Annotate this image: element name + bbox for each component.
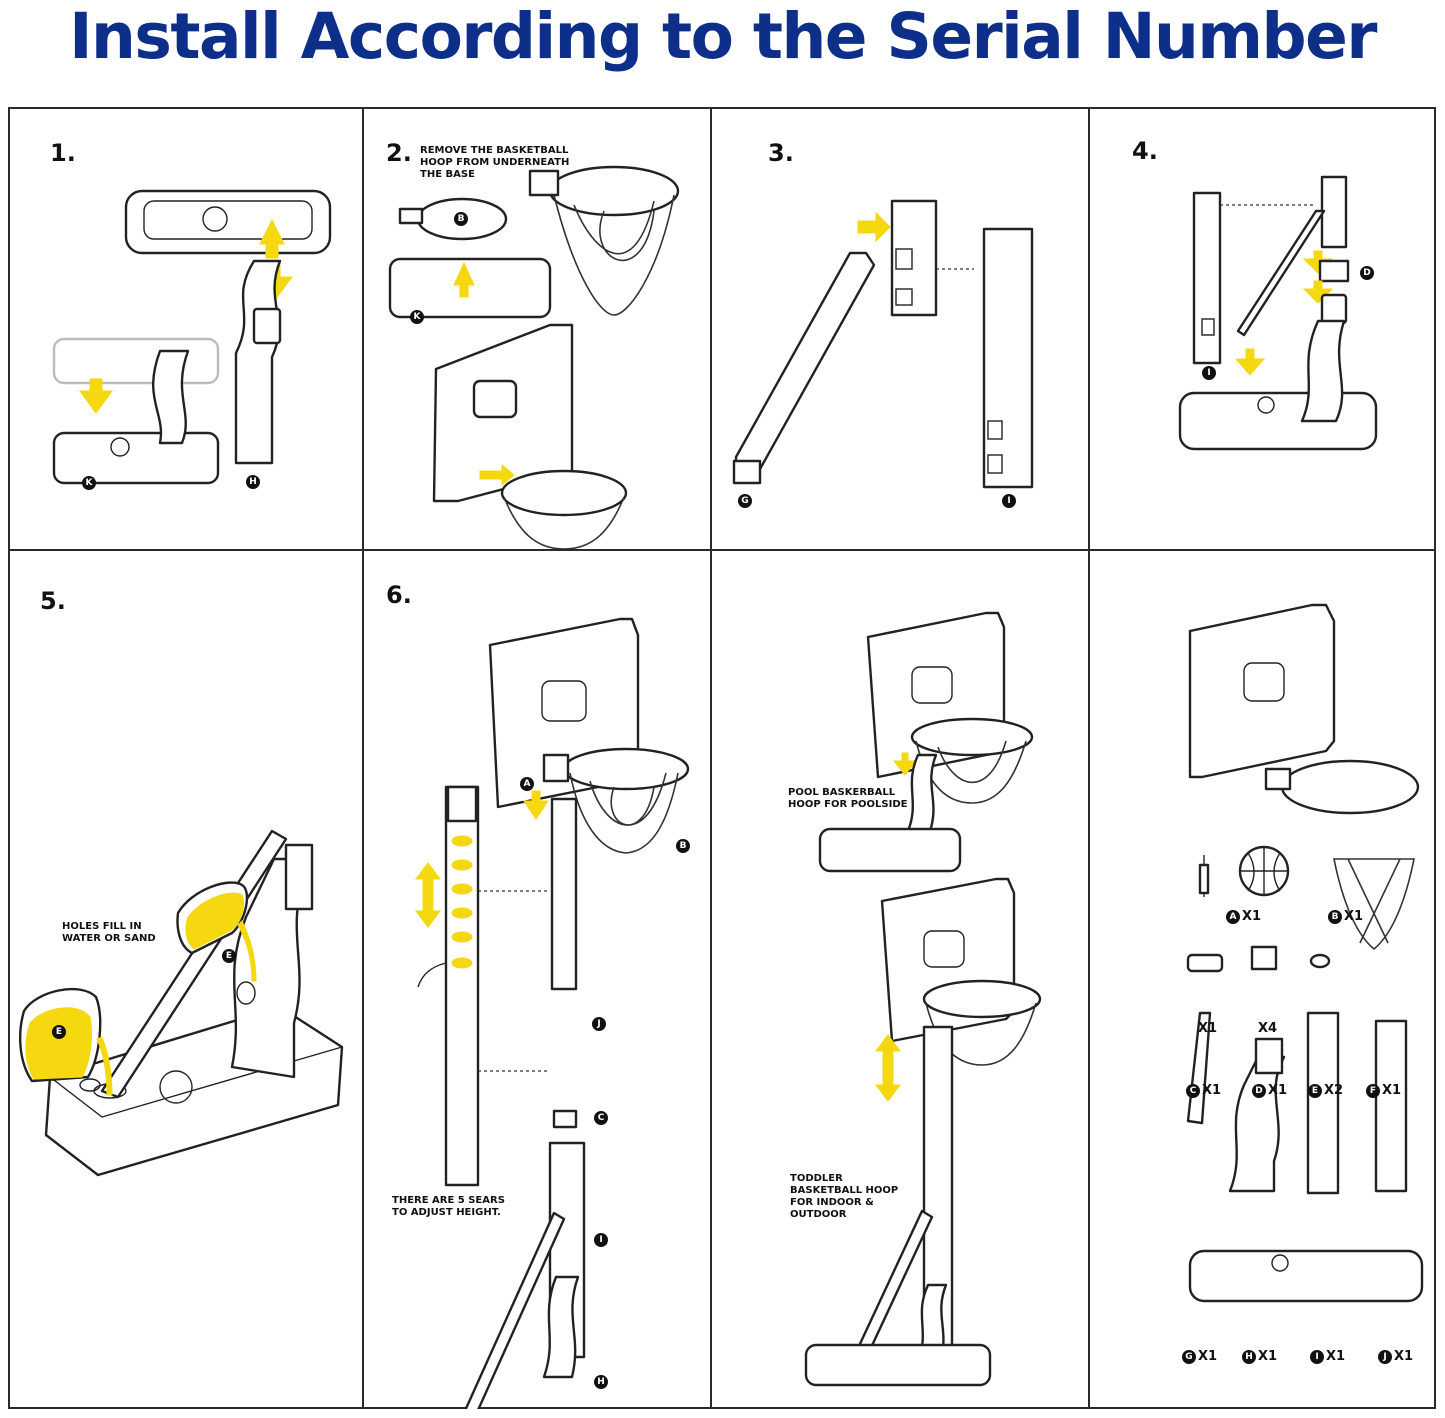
part-label: H [594, 1375, 608, 1389]
variants-panel: POOL BASKERBALL HOOP FOR POOLSIDE TODDLE… [712, 551, 1088, 1409]
ball-icon: X4 [1258, 1021, 1278, 1036]
part-badge: H [246, 475, 260, 489]
step-1-panel: 1. K H [10, 109, 362, 549]
part-label: C [594, 1111, 608, 1125]
part-label: E [222, 949, 236, 963]
step-3-panel: 3. G I [712, 109, 1088, 549]
step-4-illustration [1178, 175, 1378, 451]
part-badge: E [52, 1025, 66, 1039]
variants-illustration [804, 611, 1042, 1387]
part-badge: K [410, 310, 424, 324]
step-4-panel: 4. D I [1090, 109, 1436, 549]
part-label: A [520, 777, 534, 791]
part-label: K [410, 310, 424, 324]
part-label: G [738, 494, 752, 508]
parts-list-illustration [1186, 603, 1424, 1303]
step-5-panel: 5. HOLES FILL IN WATER OR SAND E E [10, 551, 362, 1409]
variant-toddler-note: TODDLER BASKETBALL HOOP FOR INDOOR & OUT… [790, 1173, 899, 1220]
part-badge: A [520, 777, 534, 791]
step-6-panel: 6. THERE ARE 5 SEARS TO ADJUST HEIGHT. [364, 551, 710, 1409]
part-label: B [676, 839, 690, 853]
instruction-grid: 1. K H 2. REMOVE THE BASKETBALL HOOP FRO… [8, 107, 1436, 1409]
step-number: 4. [1132, 137, 1158, 165]
step-number: 2. [386, 139, 412, 167]
step-2-illustration [388, 165, 680, 549]
part-badge: H [594, 1375, 608, 1389]
step-note: HOLES FILL IN WATER OR SAND [62, 921, 156, 944]
variant-pool-note: POOL BASKERBALL HOOP FOR POOLSIDE [788, 787, 908, 810]
part-label: B [454, 212, 468, 226]
part-badge: G [738, 494, 752, 508]
step-number: 6. [386, 581, 412, 609]
part-label: H [246, 475, 260, 489]
part-badge: E [222, 949, 236, 963]
grid-divider [1088, 109, 1090, 1407]
part-label: J [592, 1017, 606, 1031]
part-label: I [1202, 366, 1216, 380]
pump-icon: X1 [1198, 1021, 1218, 1036]
part-badge: B [676, 839, 690, 853]
part-badge: B [454, 212, 468, 226]
grid-divider [10, 549, 1434, 551]
part-badge: I [1202, 366, 1216, 380]
part-label: D [1360, 266, 1374, 280]
part-badge: K [82, 476, 96, 490]
part-badge: J [592, 1017, 606, 1031]
page-title: Install According to the Serial Number [69, 0, 1377, 73]
step-2-panel: 2. REMOVE THE BASKETBALL HOOP FROM UNDER… [364, 109, 710, 549]
step-note: REMOVE THE BASKETBALL HOOP FROM UNDERNEA… [420, 145, 570, 180]
part-badge: I [594, 1233, 608, 1247]
part-label: E [52, 1025, 66, 1039]
grid-divider [362, 109, 364, 1407]
part-label: I [594, 1233, 608, 1247]
part-badge: I [1002, 494, 1016, 508]
step-number: 1. [50, 139, 76, 167]
step-6-illustration [415, 617, 690, 1409]
step-1-illustration [52, 189, 332, 485]
grid-divider [710, 109, 712, 1407]
part-label: K [82, 476, 96, 490]
step-note: THERE ARE 5 SEARS TO ADJUST HEIGHT. [392, 1195, 505, 1218]
part-badge: D [1360, 266, 1374, 280]
step-5-illustration [19, 829, 344, 1177]
part-badge: C [594, 1111, 608, 1125]
step-number: 3. [768, 139, 794, 167]
step-number: 5. [40, 587, 66, 615]
part-label: I [1002, 494, 1016, 508]
step-3-illustration [732, 199, 1034, 489]
